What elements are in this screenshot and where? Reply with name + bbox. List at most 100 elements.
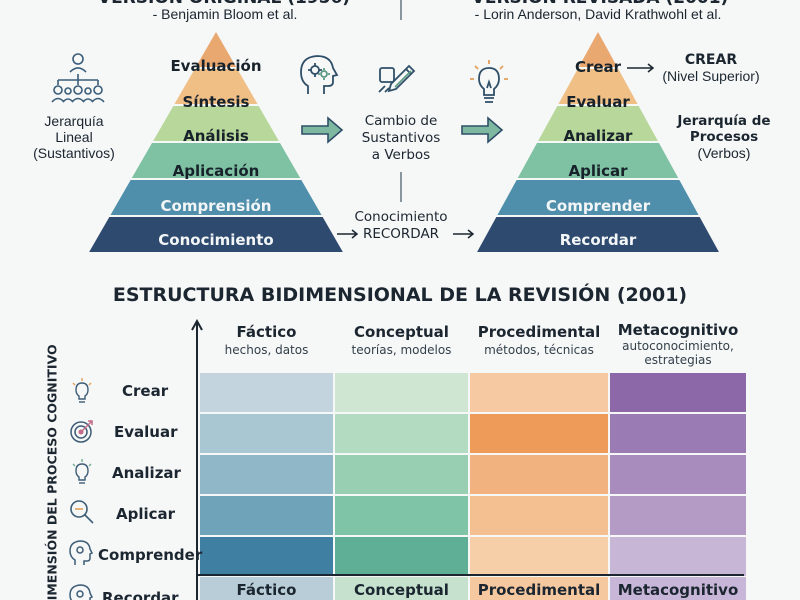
revised-pyramid-band-2 [558, 69, 638, 104]
col-head-metacognitive: Metacognitivo [617, 321, 739, 339]
row-label-apply: Aplicar [116, 505, 176, 523]
original-side-label: Jerarquía Lineal (Sustantivos) [14, 113, 134, 161]
revised-pyramid-band-1 [578, 32, 618, 67]
knowledge-mapping-to: RECORDAR [362, 226, 440, 242]
revised-side-label-line-3: (Verbos) [697, 145, 751, 161]
revised-top-label: CREAR (Nivel Superior) [652, 52, 770, 84]
row-label-remember: Recordar [102, 589, 179, 600]
matrix-cell [610, 496, 746, 535]
original-pyramid-band-5 [110, 180, 322, 215]
matrix-cell [335, 496, 468, 535]
original-pyramid-band-3 [153, 106, 279, 141]
original-level-3: Análisis [183, 127, 249, 145]
revised-level-3: Analizar [563, 127, 633, 145]
matrix-cell [610, 414, 746, 453]
col-sub-factual: hechos, datos [224, 343, 309, 357]
original-pyramid-band-1 [195, 32, 237, 67]
original-pyramid: Evaluación Síntesis Análisis Aplicación … [88, 32, 344, 254]
original-pyramid-band-6 [89, 217, 343, 252]
original-side-label-line-3: (Sustantivos) [33, 145, 115, 161]
arrow-right-small-icon [337, 229, 359, 239]
matrix-cell [335, 455, 468, 494]
original-side-label-line-1: Jerarquía [44, 113, 104, 129]
noun-to-verb-line-1: Cambio de [364, 113, 438, 129]
lightbulb-icon [72, 378, 92, 403]
arrow-right-small-icon-2 [453, 229, 475, 239]
revised-side-label: Jerarquía de Procesos (Verbos) [664, 113, 784, 161]
matrix-cell [470, 496, 608, 535]
revised-version-title: VERSIÓN REVISADA (2001) [455, 0, 745, 8]
knowledge-mapping-from: Conocimiento [354, 209, 448, 225]
matrix-bottom-label: Procedimental [477, 581, 601, 599]
original-version-authors: - Benjamin Bloom et al. [152, 6, 298, 22]
revised-pyramid-band-6 [477, 217, 719, 252]
revised-pyramid-shape [477, 32, 719, 252]
revised-level-5: Comprender [545, 197, 651, 215]
revised-level-1: Crear [574, 58, 622, 76]
original-side-label-line-2: Lineal [55, 129, 93, 145]
noun-to-verb-label: Cambio de Sustantivos a Verbos [340, 113, 462, 164]
col-sub-metacognitive-1: autoconocimiento, [622, 339, 734, 353]
cognitive-dimension-axis-label: DIMENSIÓN DEL PROCESO COGNITIVO [44, 344, 60, 600]
matrix-cell [470, 537, 608, 576]
original-level-4: Aplicación [172, 162, 260, 180]
hierarchy-people-icon [51, 53, 105, 103]
pencil-icon [378, 64, 416, 93]
revised-top-label-title: CREAR [684, 52, 738, 68]
col-sub-conceptual: teorías, modelos [351, 343, 452, 357]
matrix-title: ESTRUCTURA BIDIMENSIONAL DE LA REVISIÓN … [112, 284, 688, 306]
matrix-bottom-row: Fáctico Conceptual Procedimental Metacognit… [200, 577, 746, 600]
revised-level-2: Evaluar [566, 93, 630, 111]
revised-top-label-sub: (Nivel Superior) [662, 68, 760, 84]
matrix-cell [200, 373, 333, 412]
row-label-create: Crear [122, 382, 169, 400]
matrix-grid [200, 373, 746, 576]
matrix-bottom-cell: Conceptual [335, 577, 468, 600]
original-pyramid-band-4 [131, 143, 301, 178]
head-gears-icon [69, 584, 94, 600]
row-label-understand: Comprender [98, 546, 203, 564]
matrix-bottom-label: Fáctico [236, 581, 297, 599]
lightbulb-icon [470, 60, 508, 103]
magnifier-icon [70, 500, 94, 524]
matrix-row-labels: Crear Evaluar Analizar Aplicar Comprende… [60, 373, 203, 600]
original-level-5: Comprensión [160, 197, 272, 215]
revised-pyramid-band-5 [497, 180, 699, 215]
transform-arrow-left-icon [301, 116, 344, 144]
matrix-horizontal-axis [196, 574, 744, 576]
matrix-cell [335, 537, 468, 576]
revised-level-4: Aplicar [568, 162, 628, 180]
head-gears-icon [300, 55, 339, 94]
target-icon [70, 420, 93, 443]
original-level-6: Conocimiento [158, 231, 274, 249]
matrix-bottom-cell: Metacognitivo [610, 577, 746, 600]
arrow-to-create-icon [627, 63, 655, 73]
col-sub-procedural: métodos, técnicas [484, 343, 594, 357]
divider-line-top [400, 0, 402, 20]
matrix-bottom-cell: Procedimental [470, 577, 608, 600]
matrix-cell [200, 414, 333, 453]
middle-divider-line [400, 172, 402, 202]
original-pyramid-shape [89, 32, 343, 252]
original-pyramid-band-2 [174, 69, 258, 104]
col-head-conceptual: Conceptual [354, 323, 449, 341]
col-head-procedural: Procedimental [477, 323, 601, 341]
transform-arrow-right-icon [461, 116, 504, 144]
original-level-1: Evaluación [170, 57, 262, 75]
matrix-bottom-cell: Fáctico [200, 577, 333, 600]
matrix-cell [200, 455, 333, 494]
matrix-cell [470, 373, 608, 412]
noun-to-verb-line-2: Sustantivos [361, 130, 441, 146]
revised-pyramid: Crear Evaluar Analizar Aplicar Comprende… [476, 32, 720, 254]
matrix-cell [200, 537, 333, 576]
col-sub-metacognitive-2: estrategias [644, 353, 712, 367]
row-label-evaluate: Evaluar [114, 423, 178, 441]
matrix-bottom-label: Conceptual [354, 581, 449, 599]
matrix-vertical-axis [191, 318, 203, 600]
matrix-cell [335, 414, 468, 453]
revised-version-authors: - Lorin Anderson, David Krathwohl et al. [474, 6, 722, 22]
col-head-factual: Fáctico [236, 323, 297, 341]
revised-pyramid-band-3 [538, 106, 658, 141]
matrix-cell [335, 373, 468, 412]
knowledge-mapping-label: Conocimiento RECORDAR [340, 209, 462, 243]
